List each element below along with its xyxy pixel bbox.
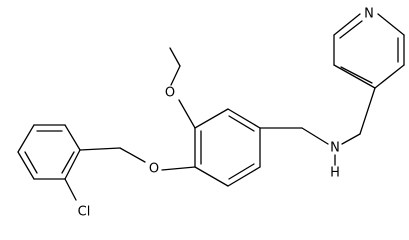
aminomethyl-linkage [259,87,376,166]
double-bond-inner [61,151,75,174]
bond [374,64,405,89]
atom-label-nitrogen-amine: N [330,141,340,156]
bond [377,13,405,36]
bond [359,87,376,135]
bond [194,166,229,187]
ethoxy-group [169,47,196,129]
double-bond-inner [24,151,38,174]
double-bond-inner [339,20,363,39]
bond [17,124,35,153]
atom-labels: O O N N H Cl [78,7,374,220]
atom-label-hydrogen-amine: H [330,166,340,181]
bond [341,133,361,145]
bond [194,108,229,129]
double-bond-inner [340,66,373,84]
benzyloxy-linkage [79,147,196,171]
bond [227,108,261,129]
bond [333,13,361,36]
pyridine-ring [333,13,405,89]
bond [161,166,196,171]
bond [64,178,77,201]
bond [178,99,196,129]
bond [227,166,261,187]
bond [64,149,81,180]
atom-label-chlorine: Cl [78,205,91,220]
atom-label-oxygen-benzyloxy: O [149,162,159,177]
chlorophenyl-ring [17,124,81,201]
bond [17,151,35,180]
bond [169,47,181,67]
bond [64,124,81,151]
bond [119,147,146,163]
bond [79,147,121,151]
atom-label-oxygen-ethoxy: O [165,86,175,101]
bond [333,64,376,89]
double-bond-inner [228,115,255,132]
structure-diagram: O O N N H Cl [17,7,405,220]
molecule-drawing: O O N N H Cl [17,7,405,220]
central-benzene-ring [194,108,261,187]
double-bond-inner [228,163,255,180]
bond [301,127,329,145]
atom-label-nitrogen-pyridine: N [364,7,374,22]
bond [170,65,181,86]
